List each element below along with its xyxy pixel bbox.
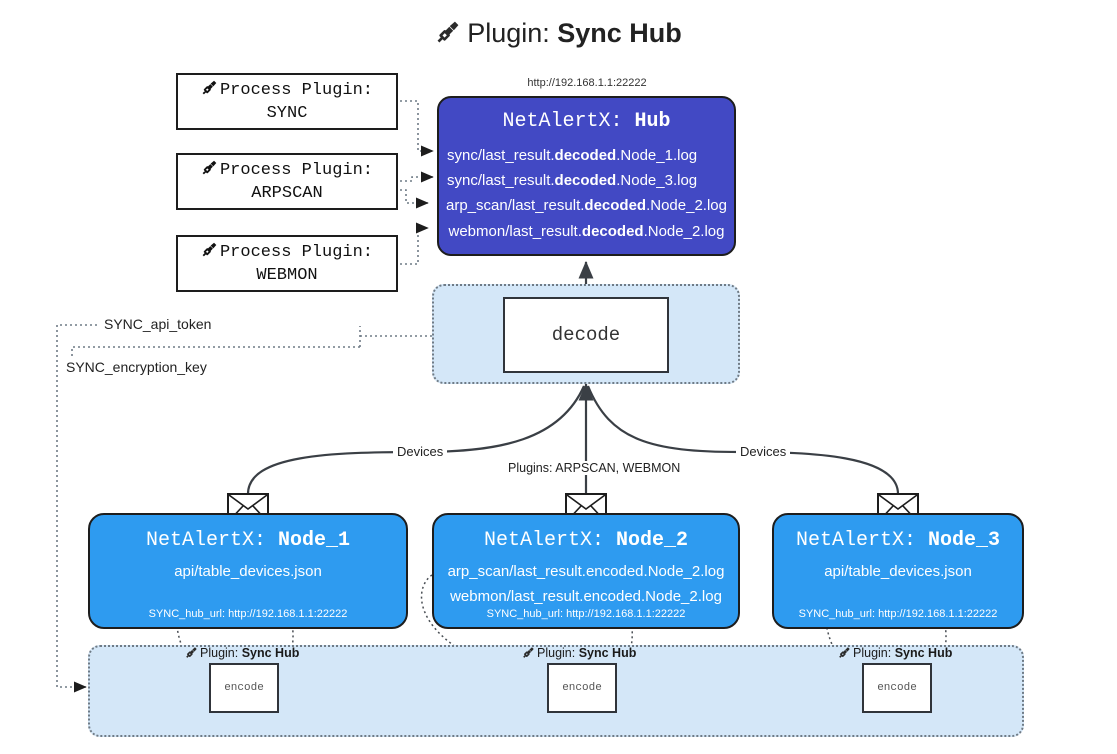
encode-box-2[interactable]: encode [547,663,617,713]
node-2-lines: arp_scan/last_result.encoded.Node_2.log … [434,560,738,610]
plug-icon [201,241,218,265]
hub-title-prefix: NetAlertX: [502,110,635,133]
node-line: api/table_devices.json [824,563,972,580]
plug-icon [201,159,218,183]
encode-box-3[interactable]: encode [862,663,932,713]
process-plugin-webmon-line2: WEBMON [256,266,318,285]
encoder-1-plugin-label: Plugin: Sync Hub [185,646,299,662]
devices-label-left: Devices [393,444,448,459]
node-1[interactable]: NetAlertX: Node_1 api/table_devices.json… [88,513,408,629]
process-plugin-arpscan-line2: ARPSCAN [251,184,323,203]
label-text: Process Plugin: [219,80,374,100]
hub-log-entry: webmon/last_result.decoded.Node_2.log [448,222,725,240]
encode-box-1[interactable]: encode [209,663,279,713]
node-3[interactable]: NetAlertX: Node_3 api/table_devices.json… [772,513,1024,629]
hub-log-entry: sync/last_result.decoded.Node_1.log [447,147,698,164]
hub-title-name: Hub [634,110,671,133]
node-1-url: SYNC_hub_url: http://192.168.1.1:22222 [148,608,348,620]
process-plugin-webmon-line1: Process Plugin: [201,241,373,265]
plugins-label-middle: Plugins: ARPSCAN, WEBMON [504,461,685,475]
process-plugin-sync-line1: Process Plugin: [201,79,373,103]
page-title-prefix: Plugin: [467,18,558,48]
node-2-url: SYNC_hub_url: http://192.168.1.1:22222 [486,608,686,620]
node-line: arp_scan/last_result.encoded.Node_2.log [447,563,725,580]
node-line: webmon/last_result.encoded.Node_2.log [450,587,722,605]
node-line: api/table_devices.json [174,563,322,580]
process-plugin-sync-line2: SYNC [266,104,308,123]
encoder-3-plugin-label: Plugin: Sync Hub [838,646,952,662]
process-plugin-sync[interactable]: Process Plugin: SYNC [176,73,398,130]
node-2[interactable]: NetAlertX: Node_2 arp_scan/last_result.e… [432,513,740,629]
node-3-lines: api/table_devices.json [774,560,1022,585]
hub-node[interactable]: NetAlertX: Hub sync/last_result.decoded.… [437,96,736,256]
sync-encryption-key-label: SYNC_encryption_key [62,359,211,375]
devices-label-right: Devices [736,444,791,459]
node-1-lines: api/table_devices.json [90,560,406,585]
plug-icon [435,19,461,52]
hub-log-entry: sync/last_result.decoded.Node_3.log [447,172,698,190]
node-3-title: NetAlertX: Node_3 [795,529,1001,552]
hub-log-entry: arp_scan/last_result.decoded.Node_2.log [446,197,727,215]
node-3-url: SYNC_hub_url: http://192.168.1.1:22222 [798,608,998,620]
decode-box[interactable]: decode [503,297,669,373]
sync-api-token-label: SYNC_api_token [100,316,216,332]
hub-url-label: http://192.168.1.1:22222 [527,77,647,89]
process-plugin-webmon[interactable]: Process Plugin: WEBMON [176,235,398,292]
node-1-title: NetAlertX: Node_1 [145,529,351,552]
label-text: Process Plugin: [219,242,374,262]
process-plugin-arpscan-line1: Process Plugin: [201,159,373,183]
node-2-title: NetAlertX: Node_2 [483,529,689,552]
plug-icon [838,646,851,662]
hub-title: NetAlertX: Hub [439,110,734,133]
plug-icon [522,646,535,662]
hub-log-list: sync/last_result.decoded.Node_1.log sync… [439,143,734,244]
page-title-name: Sync Hub [557,18,682,48]
plug-icon [185,646,198,662]
encoder-2-plugin-label: Plugin: Sync Hub [522,646,636,662]
plug-icon [201,79,218,103]
process-plugin-arpscan[interactable]: Process Plugin: ARPSCAN [176,153,398,210]
label-text: Process Plugin: [219,160,374,180]
page-title: Plugin: Sync Hub [0,18,1117,52]
